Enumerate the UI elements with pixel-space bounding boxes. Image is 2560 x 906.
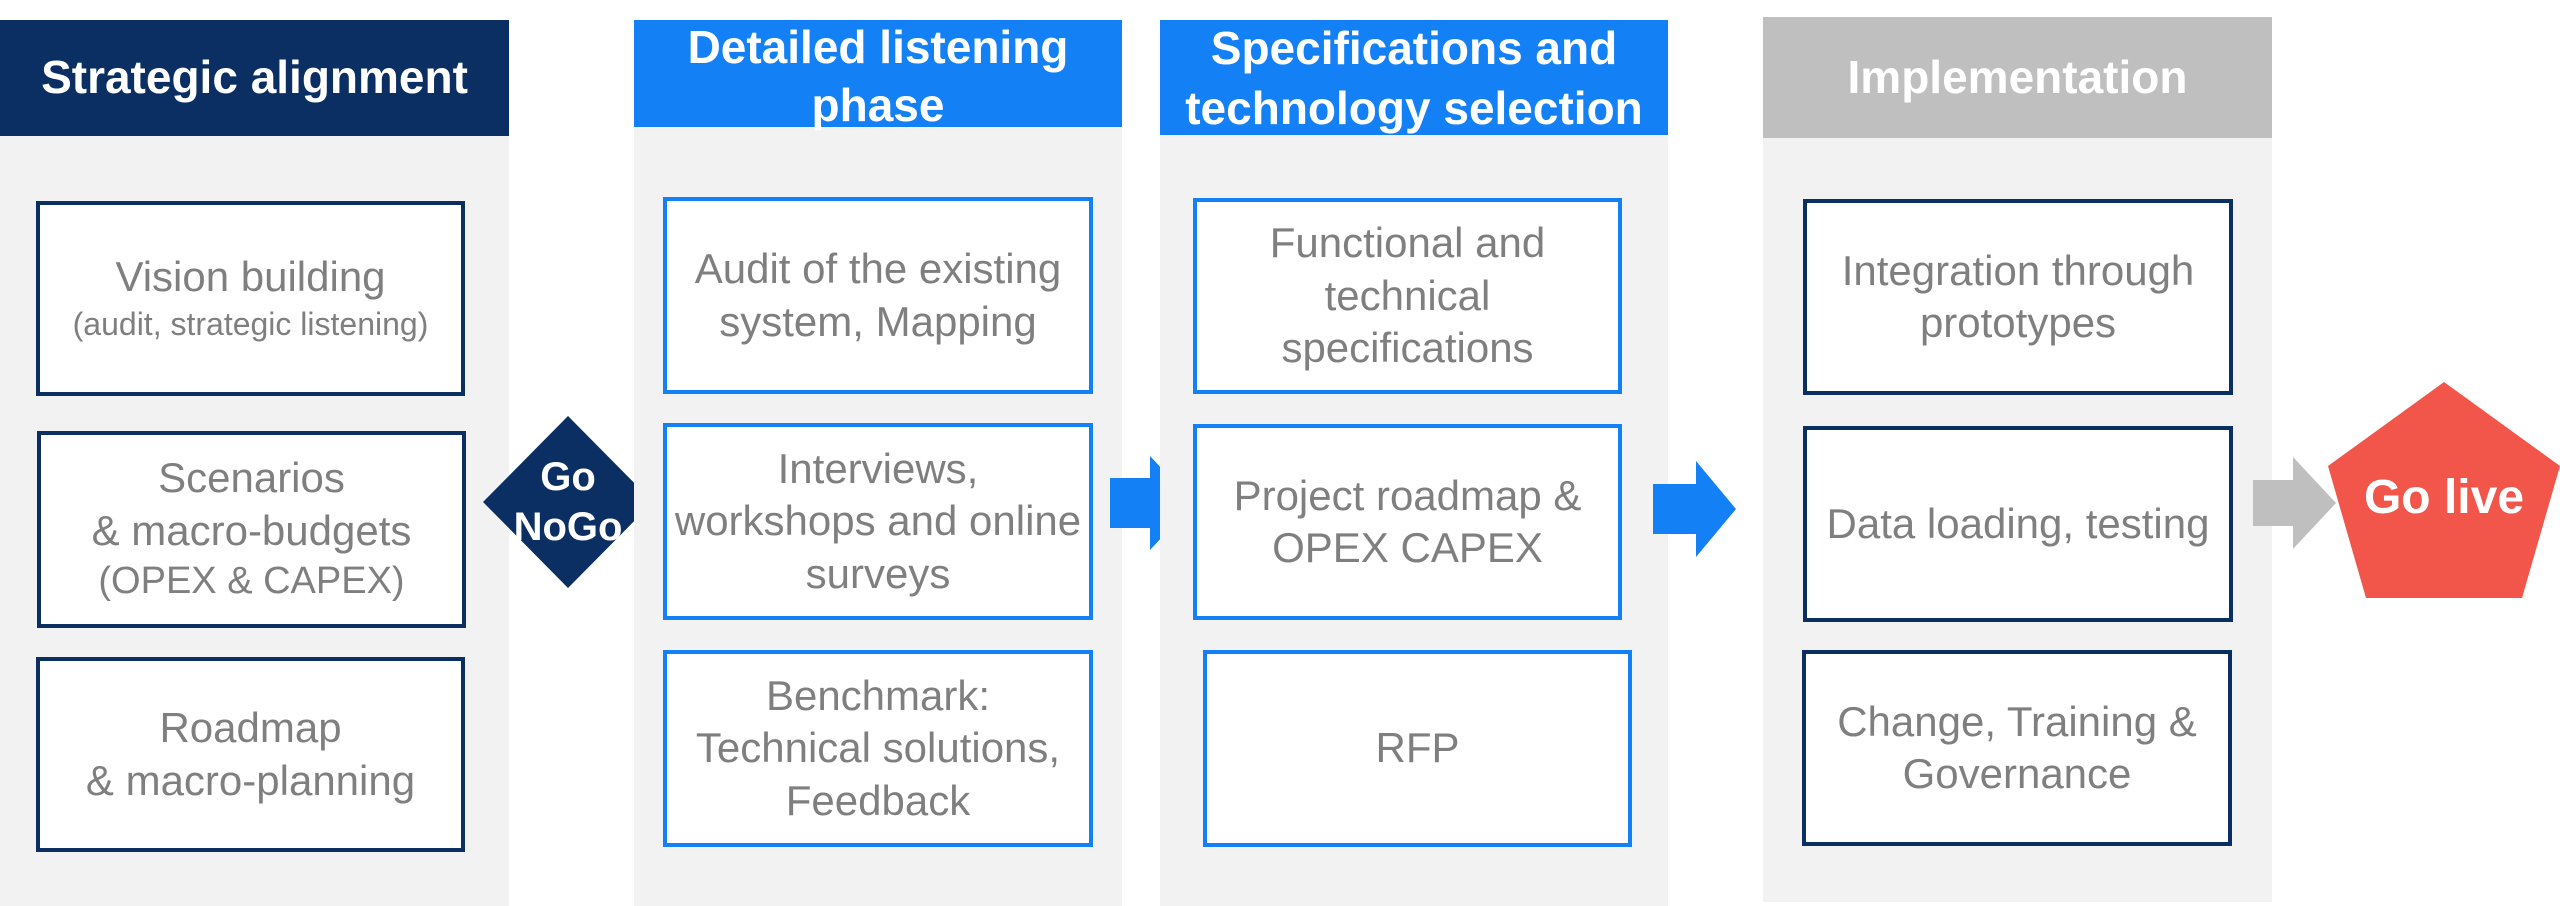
header-title-line: technology selection [1185,81,1643,134]
box-text-line: & macro-planning [85,756,416,804]
box-audit-existing: Audit of the existing system, Mapping [663,197,1093,394]
box-text-line: Audit of the existing [694,245,1062,292]
box-text-line: Change, Training & [1837,697,2197,745]
box-roadmap: Roadmap & macro-planning [36,657,465,852]
box-text-line: Functional and [1269,219,1546,267]
column-header-implementation: Implementation [1763,17,2272,138]
column-implementation: Implementation Integration through proto… [1763,17,2272,902]
box-text-line: specifications [1281,324,1534,372]
box-scenarios: Scenarios & macro-budgets (OPEX & CAPEX) [37,431,466,628]
header-title-line: Specifications and [1210,21,1618,74]
box-vision-building: Vision building (audit, strategic listen… [36,201,465,396]
decision-line-nogo: NoGo [513,505,623,549]
box-interviews: Interviews, workshops and online surveys [663,423,1093,620]
box-text-line: Data loading, testing [1826,499,2210,547]
box-text-line: Feedback [785,776,971,824]
column-header-specifications: Specifications and technology selection [1160,20,1668,135]
box-text-line: workshops and online [674,497,1082,545]
header-title: Implementation [1847,50,2188,103]
box-text-line: OPEX CAPEX [1272,524,1543,571]
box-project-roadmap: Project roadmap & OPEX CAPEX [1193,424,1622,620]
box-data-loading: Data loading, testing [1803,426,2233,622]
header-title: Strategic alignment [41,51,468,104]
box-text-line: Benchmark: [765,671,991,719]
column-specifications: Specifications and technology selection … [1160,20,1668,906]
box-text-line: Project roadmap & [1233,471,1582,519]
box-text-line: prototypes [1919,299,2117,346]
box-text-line: & macro-budgets [91,506,412,554]
box-text-line: RFP [1375,724,1460,772]
box-change-training: Change, Training & Governance [1802,650,2232,846]
box-text-line: Vision building [115,253,386,301]
box-integration: Integration through prototypes [1803,199,2233,395]
box-text-line: Roadmap [159,704,342,751]
box-subtext-line: (audit, strategic listening) [72,305,429,342]
box-text-line: technical [1324,271,1491,319]
box-text-line: Interviews, [777,444,979,492]
decision-line-go: Go [540,455,596,499]
box-rfp: RFP [1203,650,1632,847]
column-detailed-listening: Detailed listening phase Audit of the ex… [634,20,1122,906]
box-functional-specs: Functional and technical specifications [1193,198,1622,394]
box-text-line: Governance [1902,750,2132,797]
header-title: Detailed listening phase [687,21,1069,131]
go-nogo-label: Go NoGo [483,436,653,568]
column-strategic-alignment: Strategic alignment Vision building (aud… [0,20,509,906]
box-subtext-line: (OPEX & CAPEX) [98,560,405,603]
box-benchmark: Benchmark: Technical solutions, Feedback [663,650,1093,847]
box-text-line: system, Mapping [719,297,1037,345]
box-text-line: Technical solutions, [695,724,1061,772]
box-text-line: surveys [805,549,951,597]
box-text-line: Integration through [1841,246,2195,294]
column-header-detailed-listening: Detailed listening phase [634,20,1122,131]
column-header-strategic-alignment: Strategic alignment [0,20,509,136]
box-text-line: Scenarios [158,454,345,502]
go-live-label: Go live [2363,470,2525,524]
